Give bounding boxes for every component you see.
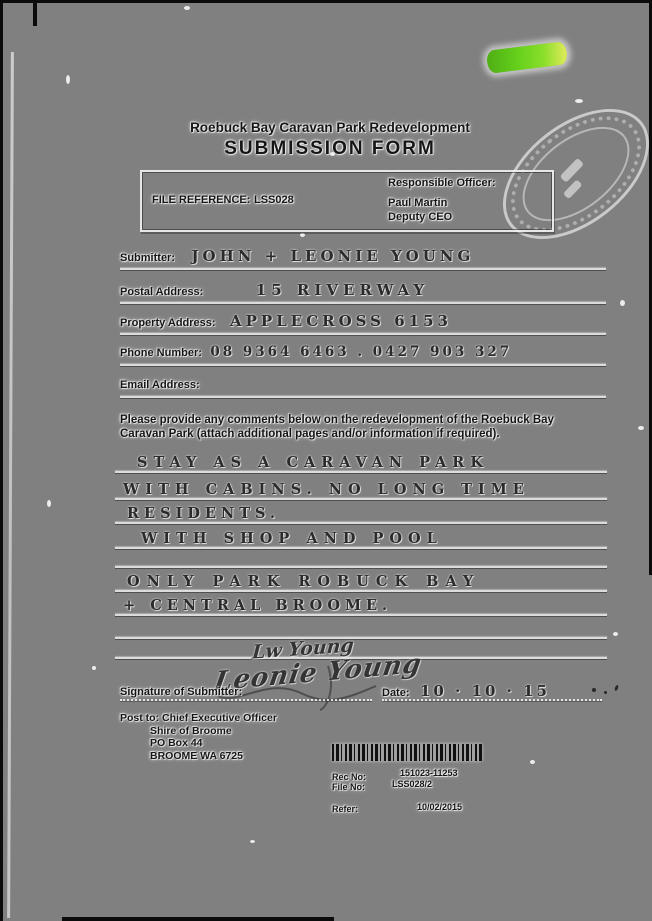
field-rule (120, 302, 606, 304)
form-title: Roebuck Bay Caravan Park Redevelopment (190, 120, 470, 135)
scan-speck (530, 760, 535, 764)
field-value-handwritten: APPLECROSS 6153 (230, 312, 452, 330)
post-to-line: BROOME WA 6725 (150, 749, 243, 762)
records-value: 151023-11253 (400, 768, 458, 778)
comment-rule (115, 637, 607, 639)
signature-label: Signature of Submitter: (120, 686, 243, 698)
date-value-handwritten: 10 · 10 · 15 (419, 682, 550, 700)
signature-line: Signature of Submitter: (120, 682, 372, 701)
ink-dot (614, 684, 619, 692)
scan-mark (33, 0, 37, 26)
comment-line (115, 547, 607, 568)
post-to-line: PO Box 44 (150, 737, 203, 749)
comment-text: + CENTRAL BROOME. (123, 597, 393, 614)
scan-speck (575, 99, 583, 103)
comment-rule (115, 498, 607, 500)
file-reference-value: LSS028 (254, 194, 294, 206)
scan-speck (92, 666, 96, 670)
scan-speck (330, 152, 335, 156)
comment-text: RESIDENTS. (127, 505, 281, 522)
post-to-line: Shire of Broome (150, 724, 232, 737)
comment-line: WITH CABINS. NO LONG TIME (115, 479, 607, 500)
comments-instruction: Please provide any comments below on the… (120, 414, 554, 440)
field-label: Postal Address: (120, 286, 204, 298)
signature-flourish (217, 665, 377, 711)
records-label: Rec No: (332, 772, 367, 782)
scan-speck (638, 426, 644, 430)
date-label: Date: (382, 687, 410, 699)
scan-speck (613, 632, 618, 636)
records-label: Refer: (332, 804, 359, 814)
field-label: Property Address: (120, 317, 216, 329)
scan-speck (300, 233, 305, 237)
records-value: LSS028/2 (392, 779, 433, 789)
field-phone-number: Phone Number: 08 9364 6463 . 0427 903 32… (120, 343, 606, 366)
scan-speck (66, 75, 70, 84)
field-value-handwritten: JOHN + LEONIE YOUNG (191, 247, 475, 265)
comment-line: STAY AS A CARAVAN PARK (115, 452, 607, 473)
field-postal-address: Postal Address: 15 RIVERWAY (120, 281, 606, 304)
responsible-officer-title: Deputy CEO (388, 211, 453, 223)
comment-rule (115, 657, 607, 659)
scan-speck (184, 6, 190, 10)
file-reference-box: FILE REFERENCE: LSS028 Responsible Offic… (140, 170, 554, 232)
green-highlighter-mark (485, 41, 569, 74)
comment-line: WITH SHOP AND POOL (115, 528, 607, 549)
comment-line: + CENTRAL BROOME. (115, 595, 607, 616)
ink-dot (592, 688, 596, 692)
comment-line (115, 638, 607, 659)
field-value-handwritten: 08 9364 6463 . 0427 903 327 (210, 344, 513, 360)
field-rule (120, 268, 606, 270)
field-property-address: Property Address: APPLECROSS 6153 (120, 312, 606, 335)
comment-rule (115, 614, 607, 616)
responsible-officer-name: Paul Martin (388, 197, 448, 209)
comment-rule (115, 471, 607, 473)
responsible-officer-label: Responsible Officer: (388, 177, 496, 189)
date-rule (382, 699, 602, 701)
field-label: Email Address: (120, 379, 200, 391)
comment-rule (115, 566, 607, 568)
comment-line: ONLY PARK ROBUCK BAY (115, 571, 607, 592)
scan-frame-bottom (62, 917, 334, 921)
comment-text: STAY AS A CARAVAN PARK (137, 454, 489, 471)
field-value-handwritten: 15 RIVERWAY (255, 281, 430, 299)
field-submitter: Submitter: JOHN + LEONIE YOUNG (120, 247, 606, 270)
scan-frame-left (0, 0, 3, 921)
scan-speck (620, 300, 625, 306)
scan-frame-top (0, 0, 652, 3)
field-label: Phone Number: (120, 347, 202, 359)
comment-rule (115, 590, 607, 592)
comment-text: WITH CABINS. NO LONG TIME (123, 481, 530, 498)
comment-rule (115, 547, 607, 549)
records-label: File No: (332, 782, 365, 792)
file-reference-label: FILE REFERENCE: (152, 194, 251, 206)
comment-text: WITH SHOP AND POOL (141, 530, 443, 547)
comment-rule (115, 522, 607, 524)
records-barcode (332, 744, 482, 761)
comment-text: ONLY PARK ROBUCK BAY (127, 573, 481, 590)
scan-speck (47, 500, 51, 507)
comment-line (115, 618, 607, 639)
signature-rule (120, 699, 372, 701)
scan-frame-right (649, 0, 652, 575)
scan-speck (250, 840, 255, 843)
post-to-line: Post to: Chief Executive Officer (120, 712, 277, 724)
post-to-block: Post to: Chief Executive Officer Shire o… (120, 712, 277, 762)
field-rule (120, 396, 606, 398)
field-label: Submitter: (120, 252, 175, 264)
form-subtitle: SUBMISSION FORM (224, 138, 436, 159)
field-email-address: Email Address: (120, 375, 606, 398)
records-value: 10/02/2015 (417, 802, 463, 812)
date-line: Date: 10 · 10 · 15 (382, 682, 602, 701)
field-rule (120, 333, 606, 335)
ink-dot (604, 691, 607, 694)
comment-line: RESIDENTS. (115, 503, 607, 524)
field-rule (120, 364, 606, 366)
scan-fold-streak (7, 51, 14, 919)
